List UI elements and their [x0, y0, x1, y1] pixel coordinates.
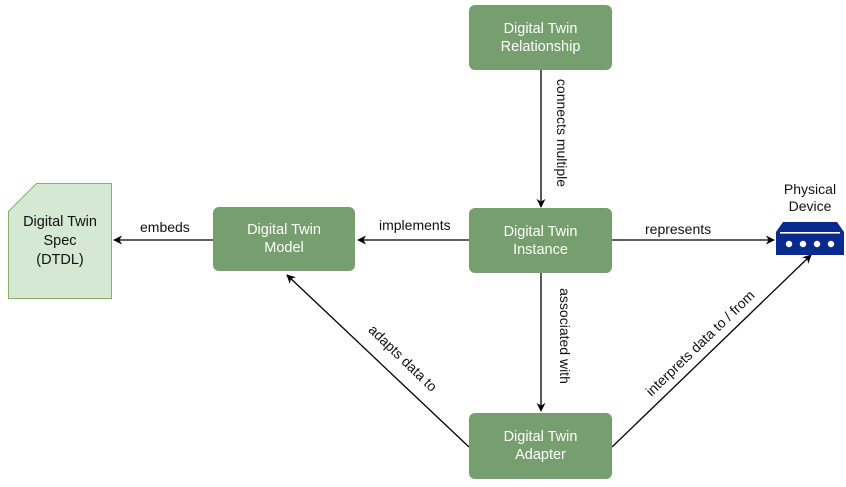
node-adapter-line2: Adapter [515, 447, 566, 463]
node-instance[interactable]: Digital Twin Instance [469, 208, 612, 273]
edge-label-implements: implements [379, 217, 451, 233]
edge-label-represents: represents [645, 221, 712, 237]
spec-document-icon [8, 183, 112, 299]
device-label-line2: Device [788, 198, 832, 214]
node-relationship-line1: Digital Twin [503, 20, 578, 37]
spec-label: Digital Twin Spec (DTDL) [8, 213, 112, 270]
spec-label-line3: (DTDL) [36, 252, 84, 268]
device-label: Physical Device [765, 181, 846, 215]
spec-label-line1: Digital Twin [23, 214, 97, 230]
node-instance-line1: Digital Twin [503, 223, 578, 240]
node-model-line2: Model [264, 240, 304, 256]
node-instance-line2: Instance [513, 241, 568, 258]
node-relationship-line2: Relationship [500, 38, 581, 55]
node-adapter-line1: Digital Twin [503, 429, 578, 445]
edge-label-connects-multiple: connects multiple [554, 78, 570, 188]
node-adapter[interactable]: Digital Twin Adapter [469, 413, 612, 479]
edge-label-embeds: embeds [140, 219, 190, 235]
device-label-line1: Physical [783, 181, 837, 197]
spec-label-line2: Spec [43, 233, 77, 249]
edge-label-associated-with: associated with [557, 288, 573, 384]
edge-adapts-data-to [286, 274, 470, 448]
node-model-line1: Digital Twin [247, 222, 321, 238]
edge-interprets-data [611, 254, 812, 448]
network-device-icon [776, 222, 844, 255]
node-model[interactable]: Digital Twin Model [213, 207, 355, 271]
node-relationship[interactable]: Digital Twin Relationship [469, 5, 612, 70]
